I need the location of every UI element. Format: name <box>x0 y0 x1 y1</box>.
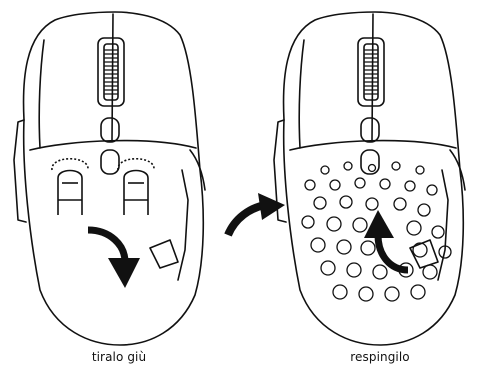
fingers-icon <box>52 159 154 215</box>
left-mouse <box>14 12 205 345</box>
caption-pull-down: tiralo giù <box>59 350 179 364</box>
curved-up-arrow-icon <box>364 210 408 270</box>
caption-push-back: respingilo <box>320 350 440 364</box>
curved-down-arrow-icon <box>88 230 140 288</box>
right-mouse <box>274 12 465 345</box>
